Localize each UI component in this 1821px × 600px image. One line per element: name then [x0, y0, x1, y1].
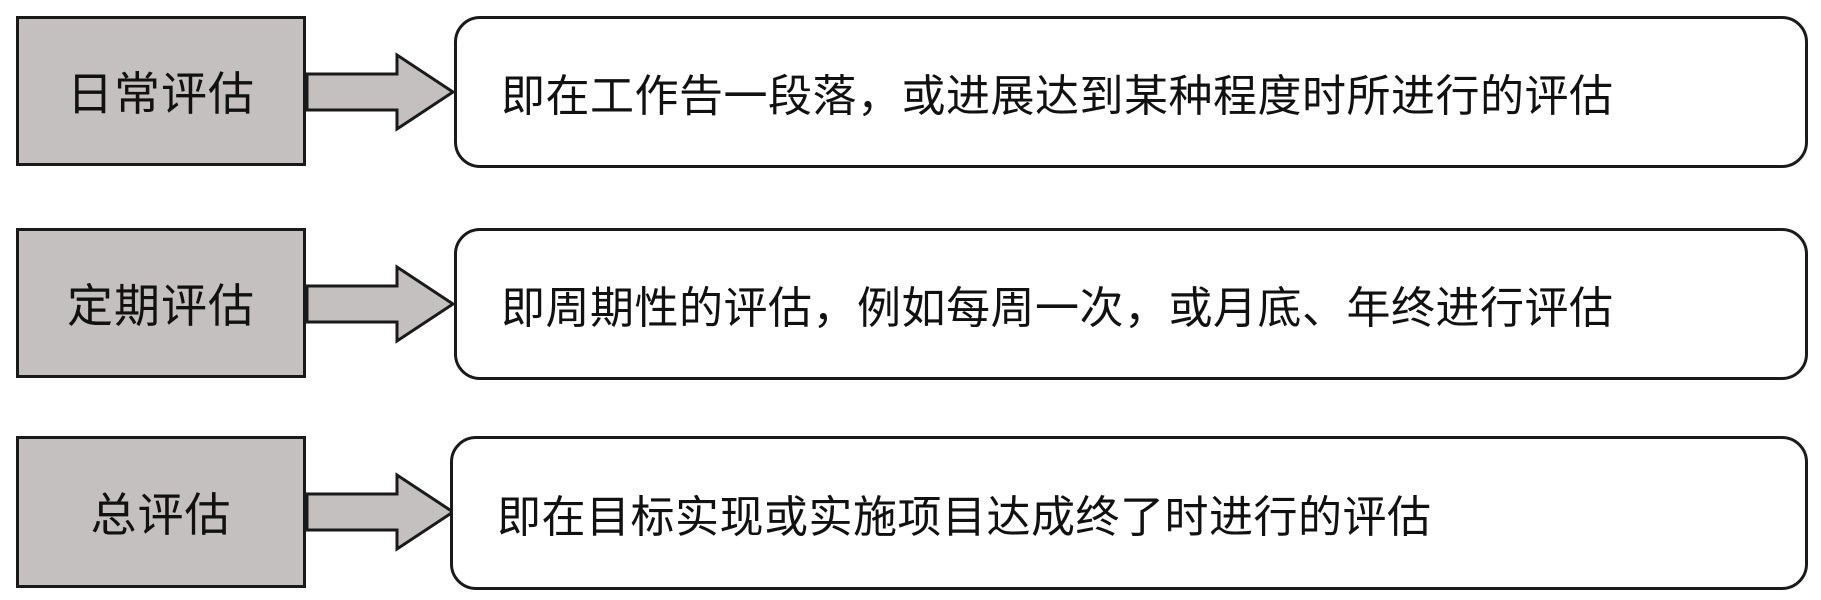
row-overall-evaluation: 总评估 即在目标实现或实施项目达成终了时进行的评估 — [0, 436, 1821, 592]
description-text: 即在目标实现或实施项目达成终了时进行的评估 — [497, 492, 1432, 543]
description-box: 即在目标实现或实施项目达成终了时进行的评估 — [450, 436, 1808, 590]
label-box: 定期评估 — [16, 228, 306, 378]
description-text: 即在工作告一段落，或进展达到某种程度时所进行的评估 — [501, 71, 1614, 122]
description-box: 即在工作告一段落，或进展达到某种程度时所进行的评估 — [454, 16, 1808, 168]
description-text: 即周期性的评估，例如每周一次，或月底、年终进行评估 — [501, 283, 1614, 334]
right-arrow-icon — [305, 264, 456, 344]
row-daily-evaluation: 日常评估 即在工作告一段落，或进展达到某种程度时所进行的评估 — [0, 16, 1821, 172]
label-box: 日常评估 — [16, 16, 306, 166]
label-text: 日常评估 — [67, 67, 255, 121]
right-arrow-icon — [305, 472, 456, 552]
description-box: 即周期性的评估，例如每周一次，或月底、年终进行评估 — [454, 228, 1808, 380]
right-arrow-icon — [305, 52, 456, 132]
row-periodic-evaluation: 定期评估 即周期性的评估，例如每周一次，或月底、年终进行评估 — [0, 228, 1821, 384]
label-text: 定期评估 — [67, 279, 255, 333]
label-text: 总评估 — [90, 488, 232, 542]
label-box: 总评估 — [16, 436, 306, 588]
